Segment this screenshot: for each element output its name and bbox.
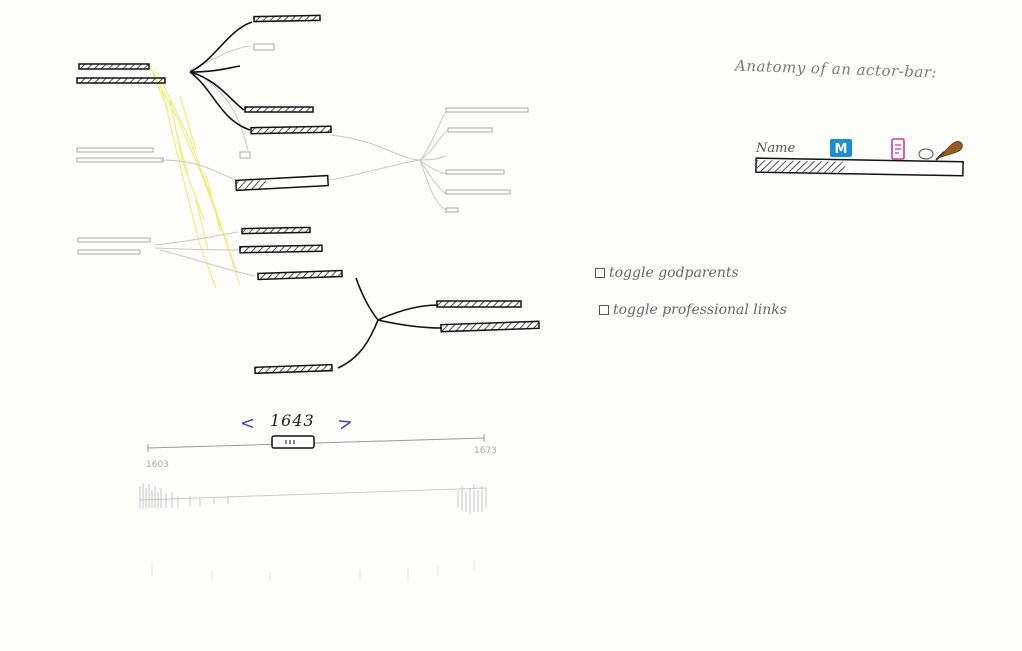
actor-bar	[239, 151, 251, 159]
actor-bar	[447, 127, 493, 133]
actor-bar	[436, 300, 522, 308]
faint-bars	[76, 43, 529, 255]
timeline-handle	[271, 435, 315, 449]
actor-bar	[445, 107, 529, 113]
timeline-slider	[139, 434, 487, 582]
m-badge-icon	[830, 139, 852, 157]
histogram	[139, 483, 487, 514]
faint-ticks	[151, 560, 475, 582]
actor-bar	[76, 77, 166, 84]
timeline-max-label: 1673	[474, 446, 497, 456]
drumstick-icon	[937, 141, 963, 159]
current-year: 1643	[270, 411, 315, 430]
faint-links	[154, 45, 449, 277]
actor-bar	[253, 14, 321, 23]
actor-bar	[244, 106, 314, 113]
toggle-professional-links[interactable]: toggle professional links	[599, 302, 787, 318]
actor-bar	[253, 43, 275, 51]
m-badge-label: M	[835, 142, 848, 157]
actor-bar	[77, 249, 141, 255]
toggle-godparents[interactable]: toggle godparents	[595, 265, 739, 281]
anatomy-actor-bar: M	[755, 138, 964, 177]
dark-links	[189, 21, 443, 369]
actor-bar	[78, 63, 150, 70]
actor-bar	[250, 125, 332, 135]
actor-bar	[76, 147, 154, 153]
card-icon	[891, 138, 905, 160]
highlight-links	[149, 65, 241, 289]
actor-bar	[445, 169, 505, 175]
timeline-min-label: 1603	[146, 460, 169, 470]
previous-year-arrow[interactable]: <	[240, 413, 256, 434]
small-badge-icon	[918, 148, 934, 160]
actor-bar	[445, 189, 511, 195]
actor-bar	[77, 237, 151, 243]
anatomy-name-label: Name	[756, 141, 796, 156]
toggle-label: toggle godparents	[609, 265, 739, 281]
actor-bar	[239, 244, 323, 254]
actor-bar	[445, 207, 459, 213]
actor-bar	[241, 226, 311, 235]
checkbox-icon[interactable]	[595, 268, 605, 278]
actor-bar	[257, 269, 343, 281]
dark-bars	[76, 14, 540, 375]
checkbox-icon[interactable]	[599, 305, 609, 315]
actor-bar	[440, 320, 540, 333]
toggle-label: toggle professional links	[613, 302, 787, 318]
actor-bar	[76, 157, 164, 163]
actor-bar	[254, 363, 333, 375]
